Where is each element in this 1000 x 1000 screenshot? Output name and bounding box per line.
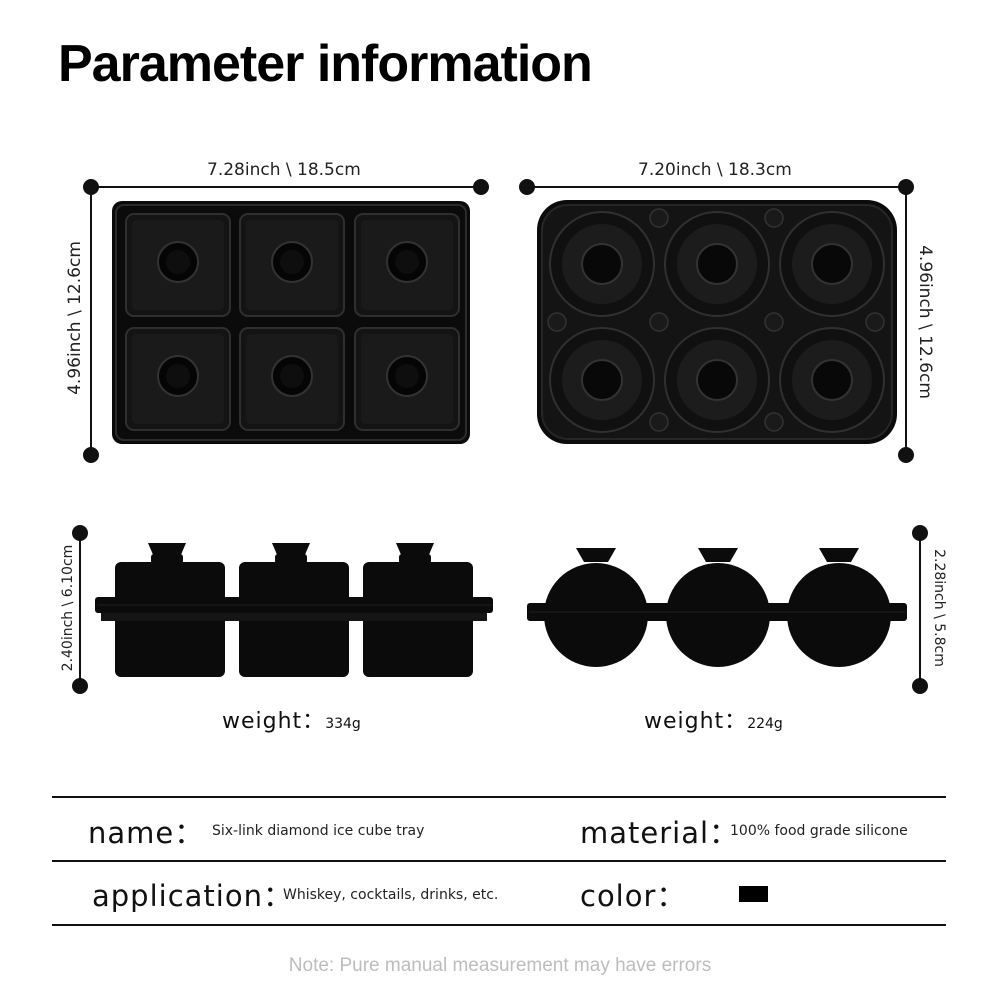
table-bottom-rule <box>52 924 946 926</box>
application-label: application： <box>92 879 293 913</box>
top-right-width-label: 7.20inch \ 18.3cm <box>638 160 792 180</box>
bottom-left-height-label: 2.40inch \ 6.10cm <box>60 544 76 672</box>
page-title: Parameter information <box>58 35 593 93</box>
sphere-tray-side-view <box>527 548 907 667</box>
top-left-height-label: 4.96inch \ 12.6cm <box>65 241 85 395</box>
color-swatch <box>739 886 768 902</box>
name-label: name： <box>88 816 205 850</box>
weight-value: 334g <box>325 716 361 732</box>
sphere-tray-top-view <box>537 200 897 444</box>
measurement-note: Note: Pure manual measurement may have e… <box>288 955 712 976</box>
application-value: Whiskey, cocktails, drinks, etc. <box>283 887 499 903</box>
left-weight: weight：334g <box>222 703 361 735</box>
table-middle-rule <box>52 860 946 862</box>
square-tray-top-view <box>112 201 470 444</box>
right-weight: weight：224g <box>644 703 783 735</box>
table-top-rule <box>52 796 946 798</box>
square-tray-side-view <box>95 543 493 677</box>
weight-label: weight： <box>222 709 326 734</box>
name-value: Six-link diamond ice cube tray <box>212 823 425 839</box>
material-label: material： <box>580 816 740 850</box>
material-value: 100% food grade silicone <box>730 823 908 839</box>
weight-value: 224g <box>747 716 783 732</box>
top-left-width-label: 7.28inch \ 18.5cm <box>207 160 361 180</box>
color-label: color： <box>580 879 687 913</box>
weight-label: weight： <box>644 709 748 734</box>
bottom-right-height-label: 2.28inch \ 5.8cm <box>931 549 947 667</box>
top-right-height-label: 4.96inch \ 12.6cm <box>915 245 935 399</box>
